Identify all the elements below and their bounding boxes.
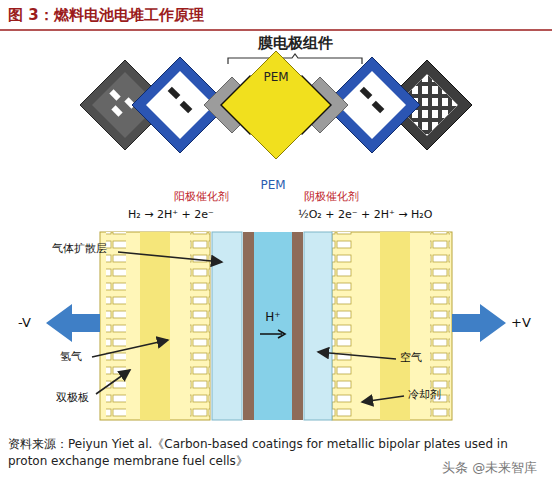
part-label: -V xyxy=(18,315,31,331)
part-label: 双极板 xyxy=(56,391,89,404)
proton-arrow xyxy=(254,178,292,420)
figure-title: 图 3：燃料电池电堆工作原理 xyxy=(8,6,204,24)
node-text: PEM xyxy=(221,70,331,84)
part-label: H₂ → 2H⁺ + 2e⁻ xyxy=(128,208,214,221)
part-label: 阴极催化剂 xyxy=(304,190,359,203)
part-label: 膜电极组件 xyxy=(258,34,333,52)
membrane-band xyxy=(254,232,292,420)
part-label: 冷却剂 xyxy=(408,388,441,401)
part-label: 头条 @未来智库 xyxy=(442,460,537,476)
diamond-outline xyxy=(221,50,331,160)
ion-label: H⁺ xyxy=(254,310,292,324)
pem-membrane: PEM H⁺ xyxy=(254,178,292,420)
part-label: +V xyxy=(511,315,531,331)
part-label: 氢气 xyxy=(60,350,82,363)
membrane-heading: PEM xyxy=(254,178,292,192)
pem-diamond: PEM xyxy=(221,50,331,160)
part-label: ½O₂ + 2e⁻ + 2H⁺ → H₂O xyxy=(298,208,432,221)
part-label: 空气 xyxy=(400,351,422,364)
part-label: 气体扩散层 xyxy=(52,242,107,255)
part-label: 阳极催化剂 xyxy=(174,190,229,203)
